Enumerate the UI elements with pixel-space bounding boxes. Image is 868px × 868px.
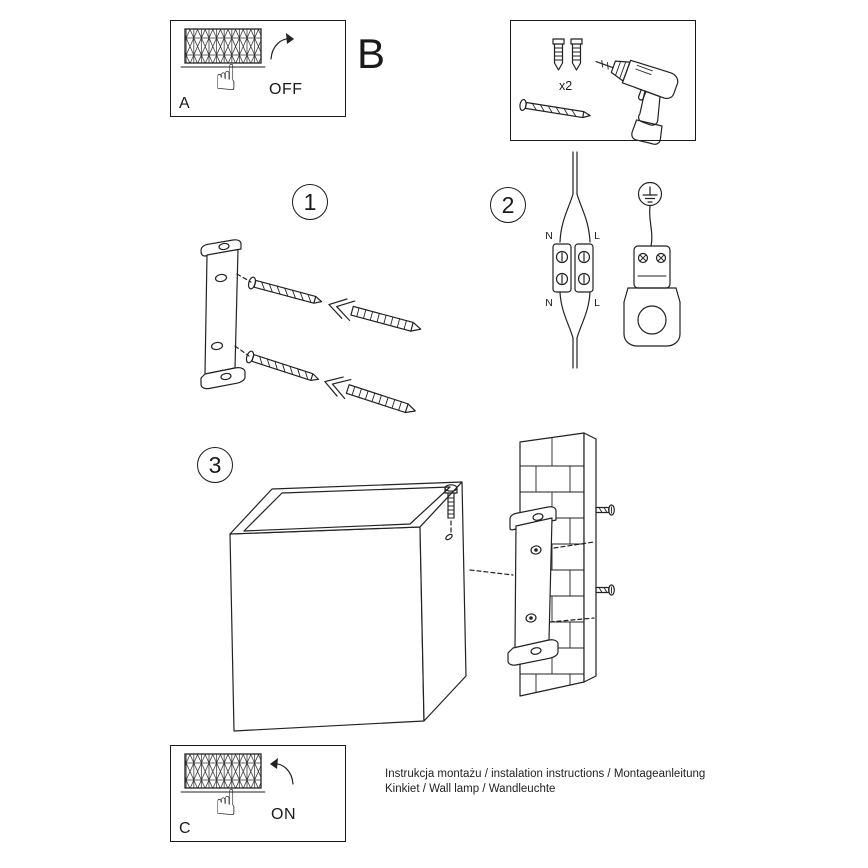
panel-a-power-off: ☝ OFF A — [170, 20, 346, 117]
step-2-illustration: N L N L — [545, 151, 681, 369]
wall-plug-icon — [324, 376, 416, 414]
cube-lamp-icon — [229, 481, 467, 732]
screw-icon — [245, 350, 320, 382]
step-2-number: 2 — [490, 187, 526, 223]
screw-slot-icon — [445, 533, 453, 541]
terminal-connector-icon — [552, 243, 594, 293]
screw-icon — [247, 276, 323, 304]
assembly-guide-dash — [549, 617, 595, 623]
panel-c-letter: C — [179, 820, 191, 837]
wall-screw-icon — [595, 504, 615, 516]
step-2-digit: 2 — [501, 191, 515, 218]
insert-guide-dash — [236, 273, 252, 283]
hand-icon: ☝ — [215, 783, 237, 824]
panel-a-letter: A — [179, 95, 190, 112]
terminal-n-label-top: N — [545, 230, 553, 242]
step-3-illustration — [229, 432, 615, 732]
footer-instructions-line: Instrukcja montażu / instalation instruc… — [385, 768, 706, 780]
step-3-digit: 3 — [208, 451, 222, 478]
hand-icon: ☝ — [215, 58, 237, 99]
mounting-bracket-icon — [200, 239, 246, 390]
wall-screw-icon — [595, 584, 615, 596]
assembly-guide-dash — [553, 541, 595, 549]
rotate-arrow-icon — [270, 758, 294, 785]
panel-c-power-on: ☝ ON C — [170, 745, 346, 842]
wall-plug-icon — [328, 298, 422, 332]
breaker-panel-icon — [180, 753, 294, 793]
parts-box: x2 — [510, 20, 696, 145]
footer-product-line: Kinkiet / Wall lamp / Wandleuchte — [385, 783, 556, 795]
screw-icon — [519, 98, 591, 119]
wire-icon — [559, 151, 591, 369]
step-1-number: 1 — [292, 184, 328, 220]
wall-plug-icon — [552, 38, 565, 71]
rotate-arrow-icon — [270, 33, 294, 60]
terminal-n-label-bottom: N — [545, 297, 553, 309]
terminal-l-label-top: L — [594, 230, 600, 242]
wall-plug-icon — [570, 38, 583, 71]
anchor-count-label: x2 — [559, 79, 573, 93]
ground-wire — [648, 205, 653, 247]
step-3-number: 3 — [197, 447, 233, 483]
section-b-letter: B — [357, 30, 386, 77]
power-state-label: ON — [271, 806, 296, 823]
top-screw-icon — [444, 484, 458, 519]
parts-illustration — [519, 38, 679, 145]
breaker-panel-icon — [180, 28, 294, 68]
step-1-illustration — [200, 239, 422, 414]
drill-icon — [595, 59, 679, 145]
assembly-guide-dash — [469, 569, 514, 576]
ground-symbol-icon — [637, 181, 663, 207]
power-state-label: OFF — [269, 81, 303, 98]
insert-guide-dash — [234, 345, 250, 357]
lamp-connector-icon — [623, 245, 681, 347]
wall-bracket-icon — [507, 506, 559, 666]
step-1-digit: 1 — [303, 188, 317, 215]
terminal-l-label-bottom: L — [594, 297, 600, 309]
